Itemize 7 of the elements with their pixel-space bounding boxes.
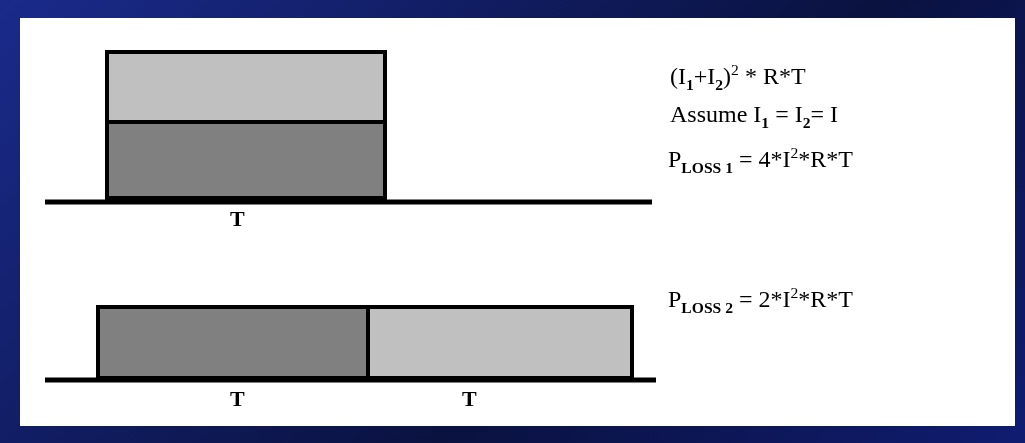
formula: Assume I$_{1}$ = I$_{2}$= I bbox=[670, 102, 838, 131]
time-label: T bbox=[230, 388, 245, 410]
formula: (I$_{1}$+I$_{2}$)$^{2}$ * R*T bbox=[670, 62, 806, 93]
time-label: T bbox=[462, 388, 477, 410]
formula: P$_{LOSS 1}$ = 4*I$^{2}$*R*T bbox=[668, 145, 853, 176]
time-label: T bbox=[230, 208, 245, 230]
formula: P$_{LOSS 2}$ = 2*I$^{2}$*R*T bbox=[668, 285, 853, 316]
